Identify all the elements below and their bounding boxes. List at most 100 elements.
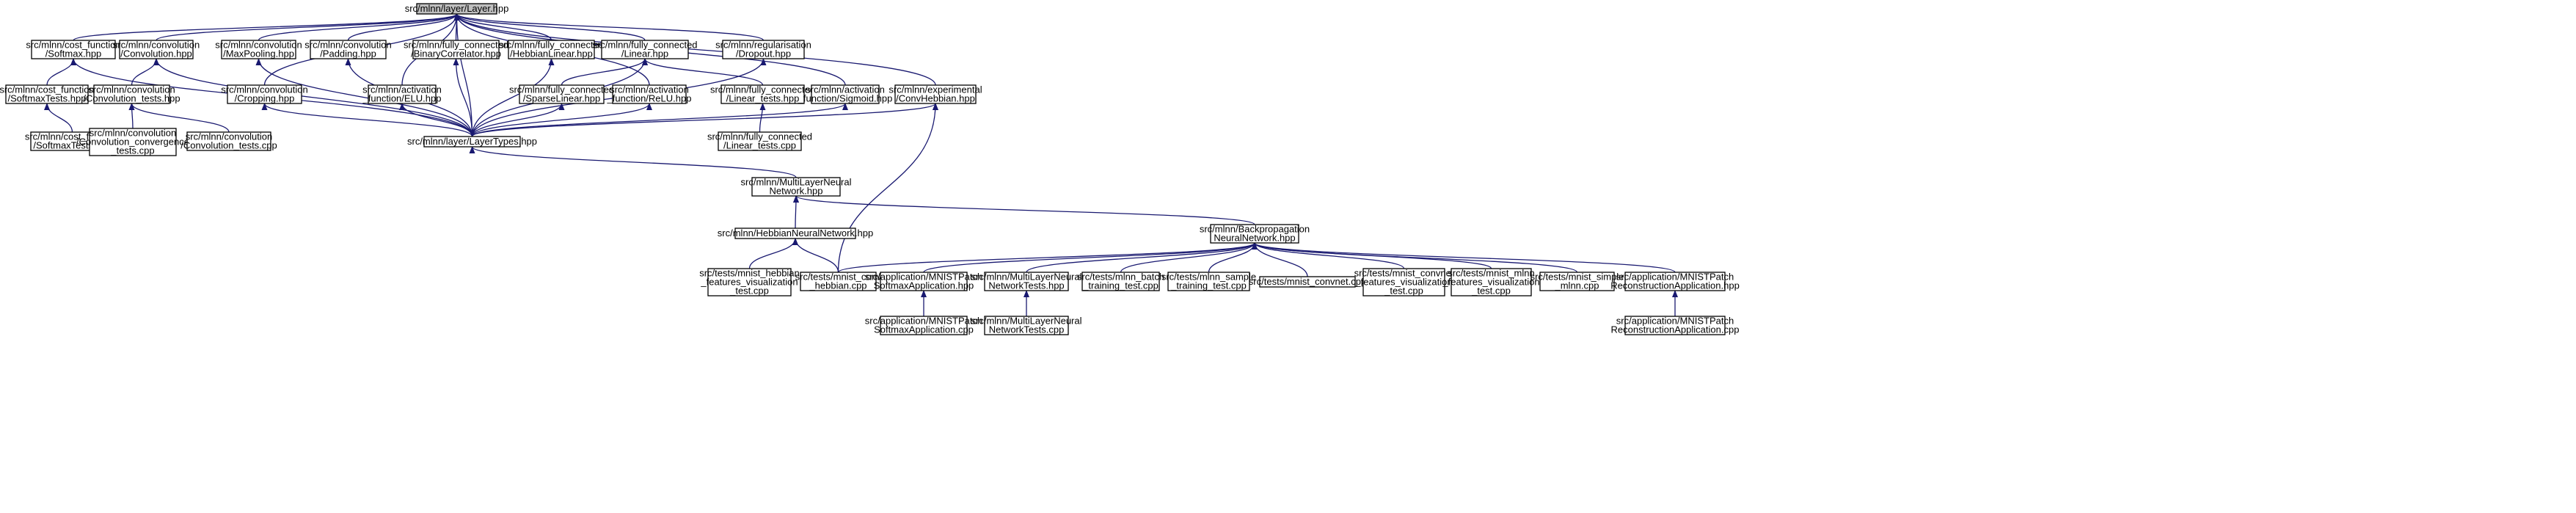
node-box	[880, 272, 968, 291]
edge-mnistconvhebbian-to-hebbiannn	[792, 238, 839, 273]
node-mnistpatchsoftmaxcpp[interactable]: src/application/MNISTPatchSoftmaxApplica…	[865, 316, 982, 335]
node-hebbianlinear[interactable]: src/mlnn/fully_connected/HebbianLinear.h…	[499, 40, 604, 59]
node-box	[720, 84, 805, 104]
node-layertypes[interactable]: src/mlnn/layer/LayerTypes.hpp	[407, 136, 537, 148]
node-sampletraining[interactable]: src/tests/mlnn_sample_training_test.cpp	[1161, 272, 1256, 291]
node-mnistpatchreconcpp[interactable]: src/application/MNISTPatchReconstruction…	[1611, 316, 1740, 335]
edge-layertypes-to-relu	[471, 103, 652, 137]
edge-lineartests-to-linear	[642, 58, 764, 86]
node-box	[718, 131, 802, 151]
edge-layertypes-to-maxpooling	[255, 58, 473, 137]
node-linear[interactable]: src/mlnn/fully_connected/Linear.hpp	[592, 40, 698, 59]
edge-layertypes-to-layer	[453, 13, 473, 137]
node-label: src/mlnn/regularisation	[715, 40, 811, 51]
node-label: src/mlnn/HebbianNeuralNetwork.hpp	[718, 228, 873, 239]
node-convhebbian[interactable]: src/mlnn/experimental/ConvHebbian.hpp	[889, 84, 982, 104]
node-label: SoftmaxApplication.cpp	[874, 324, 974, 335]
node-multilayertests[interactable]: src/mlnn/MultiLayerNeuralNetworkTests.hp…	[971, 272, 1082, 291]
node-label: src/mlnn/convolution	[88, 84, 175, 95]
node-cropping[interactable]: src/mlnn/convolution/Cropping.hpp	[221, 84, 308, 104]
node-sparselinear[interactable]: src/mlnn/fully_connected/SparseLinear.hp…	[509, 84, 614, 104]
node-mnistpatchsoftmax[interactable]: src/application/MNISTPatchSoftmaxApplica…	[865, 272, 982, 291]
node-label: src/tests/mnist_conv	[795, 272, 882, 283]
node-mnistconvnet[interactable]: src/tests/mnist_convnet.cpp	[1249, 276, 1366, 288]
node-label: /Convolution.hpp	[120, 48, 192, 59]
edge-softmaxtests-to-softmax	[46, 58, 76, 86]
node-label: src/mlnn/convolution	[113, 40, 200, 51]
edge-hebbianlinear-to-layer	[453, 13, 552, 41]
edge-convtests-to-convolution	[131, 58, 159, 86]
node-convolution[interactable]: src/mlnn/convolution/Convolution.hpp	[113, 40, 200, 59]
edge-mnistsimple-to-backprop	[1252, 242, 1578, 273]
node-mnistconvnetvis[interactable]: src/tests/mnist_convnet_features_visuali…	[1354, 268, 1454, 296]
node-layer[interactable]: src/mlnn/layer/Layer.hpp	[405, 3, 509, 15]
node-box	[707, 268, 792, 296]
node-padding[interactable]: src/mlnn/convolution/Padding.hpp	[304, 40, 392, 59]
node-label: _function/ReLU.hpp	[607, 93, 692, 104]
node-mnistconvhebbian[interactable]: src/tests/mnist_conv_hebbian.cpp	[795, 272, 882, 291]
node-label: src/mlnn/fully_connected	[499, 40, 604, 51]
node-box	[423, 136, 521, 148]
node-softmaxtests[interactable]: src/mlnn/cost_function/SoftmaxTests.hpp	[0, 84, 95, 104]
node-box	[601, 40, 689, 59]
node-lineartests[interactable]: src/mlnn/fully_connected/Linear_tests.hp…	[710, 84, 815, 104]
node-elu[interactable]: src/mlnn/activation_function/ELU.hpp	[362, 84, 442, 104]
node-label: src/mlnn/convolution	[90, 128, 177, 139]
node-binarycorrelator[interactable]: src/mlnn/fully_connected/BinaryCorrelato…	[404, 40, 508, 59]
node-softmax[interactable]: src/mlnn/cost_function/Softmax.hpp	[26, 40, 121, 59]
node-label: src/application/MNISTPatch	[865, 272, 982, 283]
edge-mnisthebbianvis-to-hebbiannn	[748, 238, 798, 269]
node-mnisthebbianvis[interactable]: src/tests/mnist_hebbian_features_visuali…	[699, 268, 800, 296]
node-convtests[interactable]: src/mlnn/convolution/Convolution_tests.h…	[83, 84, 180, 104]
node-label: /Linear_tests.hpp	[726, 93, 800, 104]
node-box	[1539, 272, 1615, 291]
node-label: _features_visualization	[1354, 277, 1452, 288]
node-mnistpatchrecon[interactable]: src/application/MNISTPatchReconstruction…	[1610, 272, 1740, 291]
node-convtestscpp[interactable]: src/mlnn/convolution/Convolution_tests.c…	[180, 131, 277, 151]
node-box	[1362, 268, 1445, 296]
node-relu[interactable]: src/mlnn/activation_function/ReLU.hpp	[607, 84, 692, 104]
edge-convhebbian-to-layer	[453, 13, 936, 86]
node-label: src/tests/mlnn_batch	[1077, 272, 1164, 283]
edge-dropout-to-layer	[453, 13, 765, 41]
edge-sparselinear-to-linear	[561, 58, 648, 86]
node-multilayertestscpp[interactable]: src/mlnn/MultiLayerNeuralNetworkTests.cp…	[971, 316, 1082, 335]
node-hebbiannn[interactable]: src/mlnn/HebbianNeuralNetwork.hpp	[718, 228, 873, 239]
node-box	[310, 40, 387, 59]
node-mnistmlnnvis[interactable]: src/tests/mnist_mlnn_features_visualizat…	[1442, 268, 1540, 296]
node-label: _training_test.cpp	[1082, 280, 1159, 291]
node-backprop[interactable]: src/mlnn/BackpropagationNeuralNetwork.hp…	[1200, 224, 1310, 244]
edge-hebbiannn-to-multilayer	[792, 195, 799, 229]
node-box	[5, 84, 89, 104]
node-label: src/mlnn/experimental	[889, 84, 982, 95]
node-box	[751, 177, 841, 197]
node-box	[734, 228, 856, 239]
node-label: src/mlnn/fully_connected	[404, 40, 508, 51]
node-label: NetworkTests.hpp	[988, 280, 1064, 291]
node-label: /Dropout.hpp	[736, 48, 791, 59]
node-label: /HebbianLinear.hpp	[510, 48, 593, 59]
node-label: src/mlnn/Backpropagation	[1200, 224, 1310, 235]
node-lineartestscpp[interactable]: src/mlnn/fully_connected/Linear_tests.cp…	[707, 131, 812, 151]
edge-layertypes-to-sigmoid	[471, 103, 848, 137]
node-label: src/mlnn/MultiLayerNeural	[741, 177, 852, 188]
node-label: src/application/MNISTPatch	[1616, 272, 1734, 283]
edge-convtestscpp-to-convtests	[128, 103, 230, 133]
edge-layertypes-to-convolution	[153, 58, 473, 137]
node-batchtraining[interactable]: src/tests/mlnn_batch_training_test.cpp	[1077, 272, 1164, 291]
node-mnistsimple[interactable]: src/tests/mnist_simple_mlnn.cpp	[1530, 272, 1624, 291]
node-label: src/mlnn/layer/Layer.hpp	[405, 3, 509, 14]
node-box	[1624, 272, 1726, 291]
node-box	[93, 84, 170, 104]
node-maxpooling[interactable]: src/mlnn/convolution/MaxPooling.hpp	[215, 40, 302, 59]
node-convconvergence[interactable]: src/mlnn/convolution/Convolution_converg…	[76, 128, 189, 156]
node-dropout[interactable]: src/mlnn/regularisation/Dropout.hpp	[715, 40, 811, 59]
node-label: src/tests/mnist_simple	[1530, 272, 1624, 283]
node-sigmoid[interactable]: src/mlnn/activation_function/Sigmoid.hpp	[798, 84, 893, 104]
edge-layertypes-to-hebbianlinear	[471, 58, 555, 137]
node-box	[89, 128, 177, 156]
node-label: /Cropping.hpp	[235, 93, 295, 104]
node-label: src/mlnn/layer/LayerTypes.hpp	[407, 136, 537, 147]
node-box	[412, 40, 500, 59]
